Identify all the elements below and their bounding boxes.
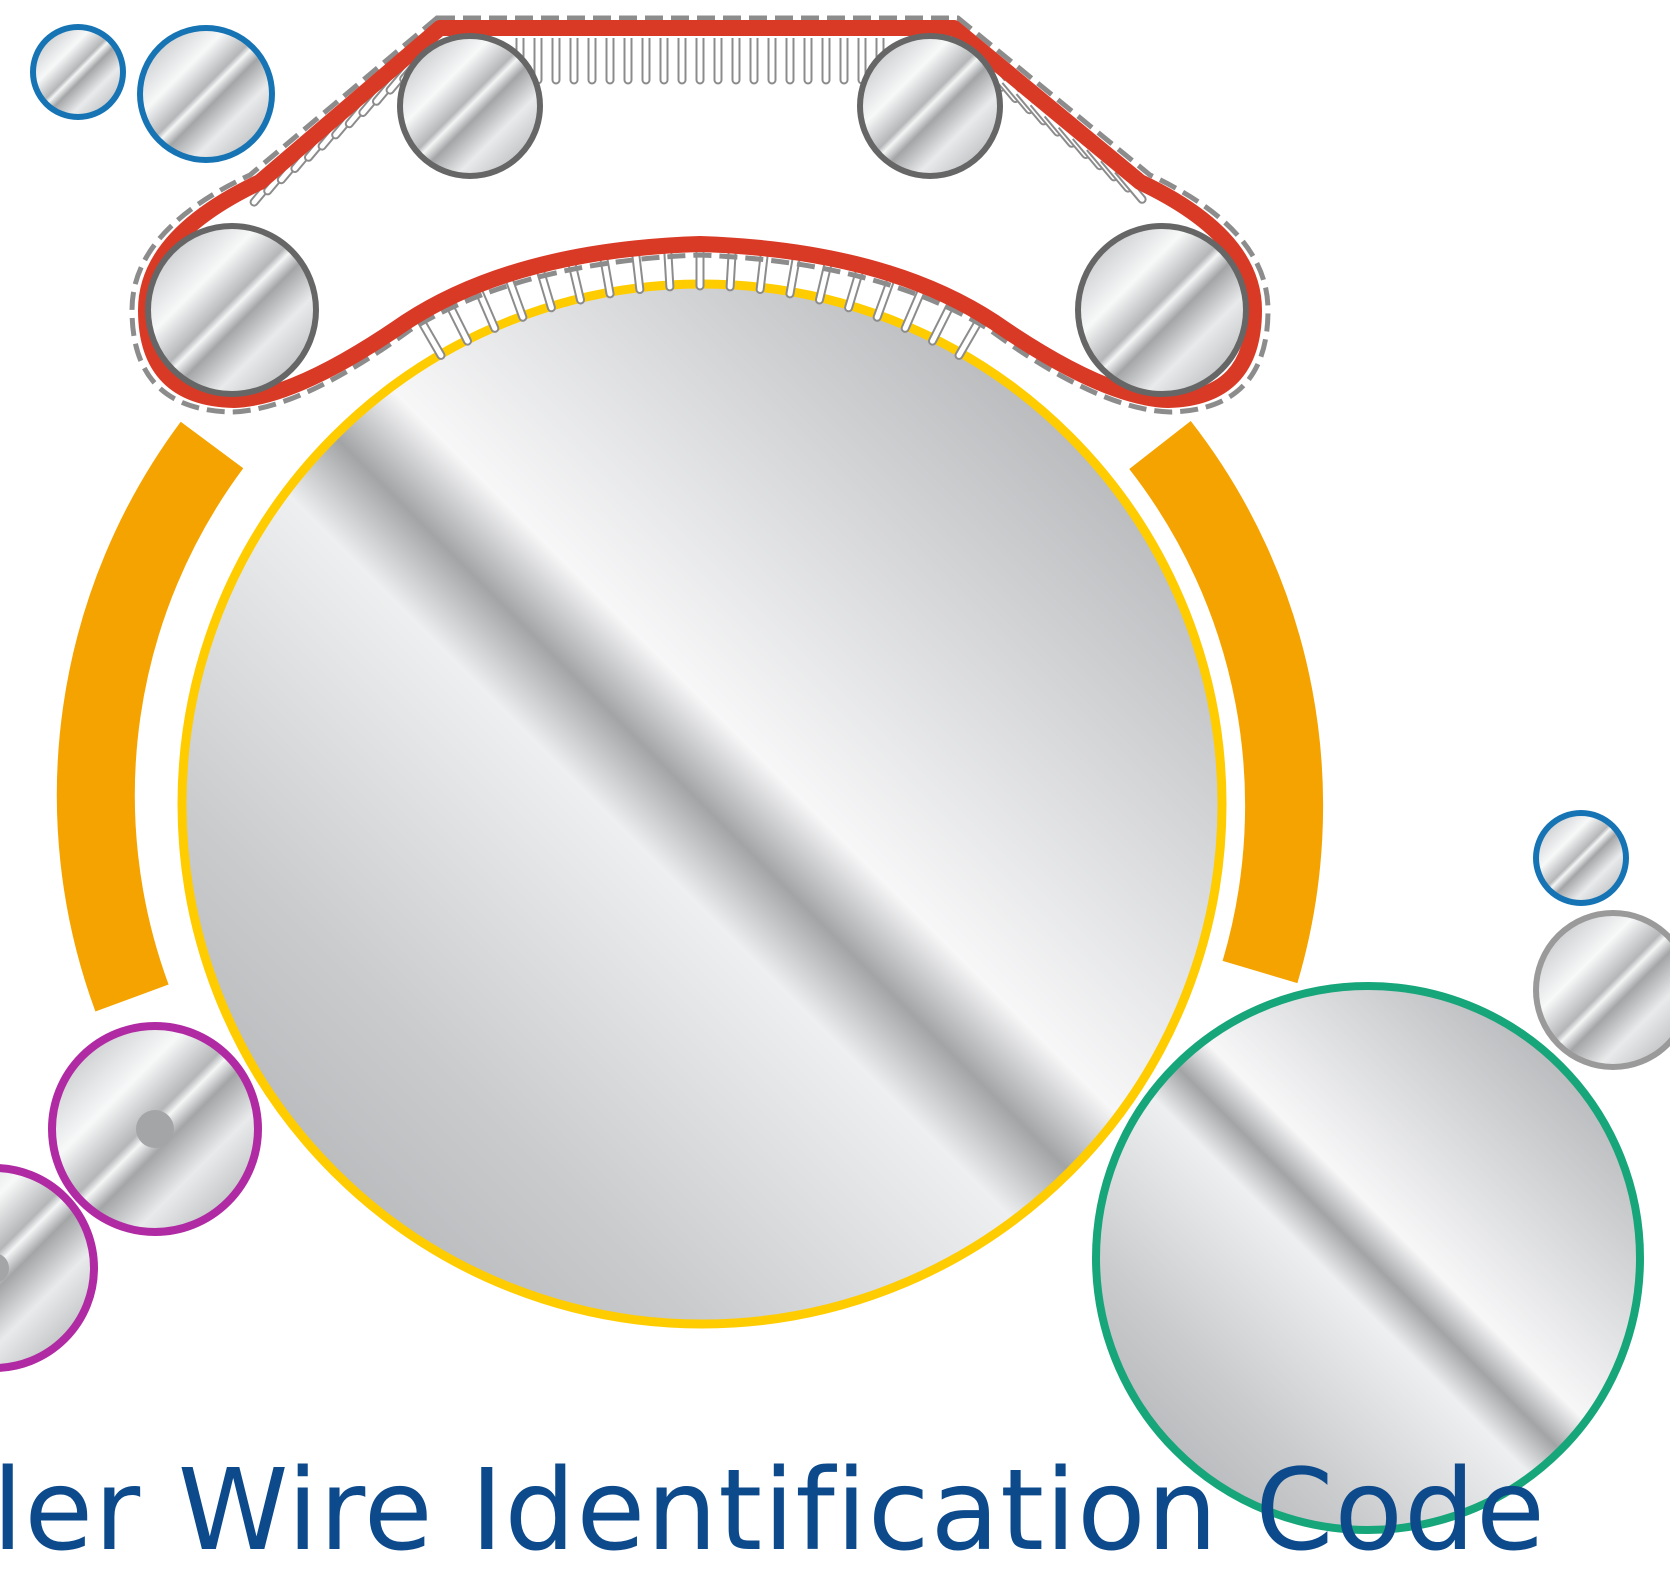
doffer-roller [1092, 982, 1644, 1534]
wire-tooth [605, 38, 615, 85]
wire-tooth [474, 288, 500, 333]
belt-roller-bottom-right [1075, 223, 1249, 397]
wire-tooth [821, 38, 831, 85]
magenta-roller-hub [136, 1110, 174, 1148]
wire-tooth [551, 38, 561, 85]
wire-tooth [872, 276, 896, 322]
wire-tooth [641, 38, 651, 85]
flat-belt-dashed-outline [129, 15, 1271, 415]
wire-tooth [803, 38, 813, 85]
belt-roller-top-left [397, 33, 543, 179]
blue-roller-small [30, 24, 126, 120]
wire-tooth [630, 247, 645, 294]
left-arc-segment [56, 421, 244, 1012]
gray-roller-right [1533, 910, 1670, 1070]
wire-tooth [900, 288, 926, 333]
wire-tooth [444, 301, 473, 346]
wire-tooth [954, 316, 984, 360]
wire-tooth [504, 276, 528, 322]
wire-tooth [623, 38, 633, 85]
belt-roller-top-right [857, 33, 1003, 179]
wire-tooth [677, 38, 687, 85]
wire-tooth [569, 38, 579, 85]
flat-belt [138, 20, 1262, 408]
wire-tooth [785, 38, 795, 85]
wire-tooth [713, 38, 723, 85]
blue-roller-medium [137, 25, 275, 163]
wire-tooth [731, 38, 741, 85]
wire-tooth [416, 316, 446, 360]
main-cylinder [177, 279, 1227, 1329]
wire-tooth [839, 38, 849, 85]
wire-tooth [927, 301, 956, 346]
wire-tooth [695, 38, 705, 85]
blue-roller-right [1533, 810, 1629, 906]
right-arc-segment [1129, 421, 1324, 984]
wire-tooth [749, 38, 759, 85]
wire-tooth [755, 247, 770, 294]
wire-tooth [659, 38, 669, 85]
diagram-caption: ller Wire Identification Code [0, 1446, 1546, 1576]
carding-machine-diagram: ller Wire Identification Code [0, 15, 1670, 1567]
magenta-roller-lower [0, 1164, 98, 1372]
diagram-canvas [0, 15, 1670, 1534]
wire-tooth [767, 38, 777, 85]
belt-roller-bottom-left [145, 223, 319, 397]
wire-tooth [587, 38, 597, 85]
magenta-roller-lower-hub [0, 1254, 9, 1282]
